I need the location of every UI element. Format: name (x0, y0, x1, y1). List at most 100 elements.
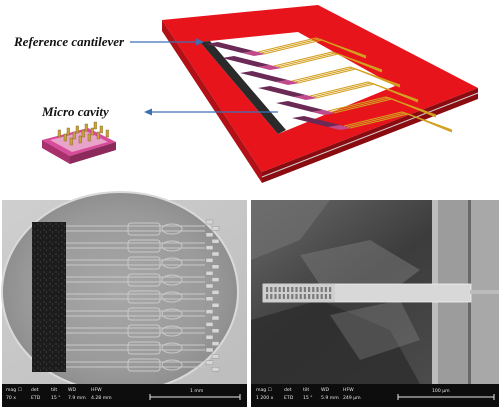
dark-trench (32, 222, 66, 372)
micro-pillar (81, 129, 85, 138)
beam-hole (316, 294, 319, 299)
sem-left-wd-label: WD (68, 387, 77, 393)
micro-pillar (99, 125, 103, 134)
beam-hole (299, 287, 302, 292)
sem-pad (205, 283, 214, 289)
beam-hole (312, 287, 315, 292)
micro-pillar (105, 129, 109, 138)
gold-trace (343, 111, 453, 131)
beam-hole (303, 287, 306, 292)
cantilever-tip (242, 51, 266, 56)
sem-cantilever-cell (127, 290, 161, 304)
sem-pad (211, 264, 220, 269)
sem-left-det-value: ETD (31, 395, 41, 401)
sem-left-hfw-value: 4.28 mm (91, 395, 112, 401)
beam-hole (308, 287, 311, 292)
sem-loop (161, 325, 183, 337)
sem-pad (205, 232, 214, 238)
sem-loop (161, 240, 183, 252)
sem-pad (211, 367, 220, 372)
sem-right-scale-text: 100 µm (432, 388, 450, 394)
micro-pillar (78, 135, 82, 144)
beam-hole (266, 294, 269, 299)
sem-loop (161, 274, 183, 286)
sem-info-bar (2, 384, 247, 407)
cantilever (258, 86, 306, 97)
sem-right-mag-value: 1 200 x (256, 395, 274, 401)
sem-pad (205, 296, 214, 301)
micro-cavity-inset (42, 121, 116, 164)
sem-left-mag-value: 70 x (6, 395, 16, 401)
gold-trace (263, 39, 367, 59)
sem-cantilever-cell (127, 341, 161, 355)
sem-pad (211, 341, 220, 346)
sem-loop (161, 257, 183, 269)
cantilever-array (206, 42, 352, 130)
cantilever (206, 42, 254, 53)
sem-left-mag-label: mag ☐ (6, 387, 22, 393)
sem-loop (161, 342, 183, 354)
sem-pad (205, 322, 214, 327)
beam-hole (303, 294, 306, 299)
beam-hole (324, 287, 327, 292)
reference-arrow-head (196, 38, 204, 46)
beam-hole (329, 294, 332, 299)
sem-loop (161, 291, 183, 303)
sem-cantilever-cell (127, 358, 161, 372)
chip-schematic: Reference cantilever Micro cavity (13, 5, 479, 183)
beam-hole (287, 287, 290, 292)
sem-right-det-label: det (284, 387, 292, 393)
sem-pad (205, 347, 214, 353)
cantilever-tip (328, 125, 352, 130)
beam-hole (295, 287, 298, 292)
gold-trace (333, 98, 437, 118)
beam-hole (282, 294, 285, 299)
sem-pad (211, 226, 220, 231)
sem-right-tilt-value: 15 ° (303, 395, 313, 401)
micro-pillar (96, 131, 100, 140)
gold-traces (257, 37, 453, 133)
sem-left-det-label: det (31, 387, 39, 393)
sem-cantilever-cell (127, 324, 161, 338)
sem-pad (205, 271, 214, 276)
micro-cavity-label: Micro cavity (41, 104, 109, 119)
sem-cantilever-cell (127, 273, 161, 287)
gold-trace (349, 113, 453, 133)
beam-hole (312, 294, 315, 299)
gold-trace (291, 66, 401, 86)
beam-hole (295, 294, 298, 299)
cantilever (292, 116, 340, 127)
sem-loop (161, 359, 183, 371)
gold-trace (257, 37, 367, 57)
sem-left-scale-text: 1 mm (190, 388, 204, 394)
micro-pillar (66, 127, 70, 136)
micro-pillar (75, 125, 79, 134)
micro-pillar (69, 137, 73, 146)
sem-pad (211, 277, 220, 282)
beam-hole (316, 287, 319, 292)
cantilever-tip (294, 95, 318, 100)
sem-image-overview: mag ☐ 70 x det ETD tilt 15 ° WD 7.9 mm H… (1, 191, 247, 407)
micro-pillar (72, 131, 76, 140)
beam-hole (270, 294, 273, 299)
micro-pillar (90, 127, 94, 136)
sem-loop (161, 308, 183, 320)
gold-trace (309, 81, 419, 101)
gold-trace (315, 83, 419, 103)
sem-pad (205, 245, 214, 250)
beam-hole (291, 294, 294, 299)
sem-pad (211, 315, 220, 321)
sem-pad (211, 328, 220, 333)
sem-right-det-value: ETD (284, 395, 294, 401)
micro-pillar (63, 133, 67, 142)
beam-hole (308, 294, 311, 299)
beam-hole (278, 287, 281, 292)
beam-hole (278, 294, 281, 299)
reference-cantilever-label: Reference cantilever (13, 34, 125, 49)
gold-trace (297, 68, 401, 88)
beam-hole (274, 287, 277, 292)
micro-pillar (57, 129, 61, 138)
beam-hole (266, 287, 269, 292)
sem-pad (205, 309, 214, 314)
